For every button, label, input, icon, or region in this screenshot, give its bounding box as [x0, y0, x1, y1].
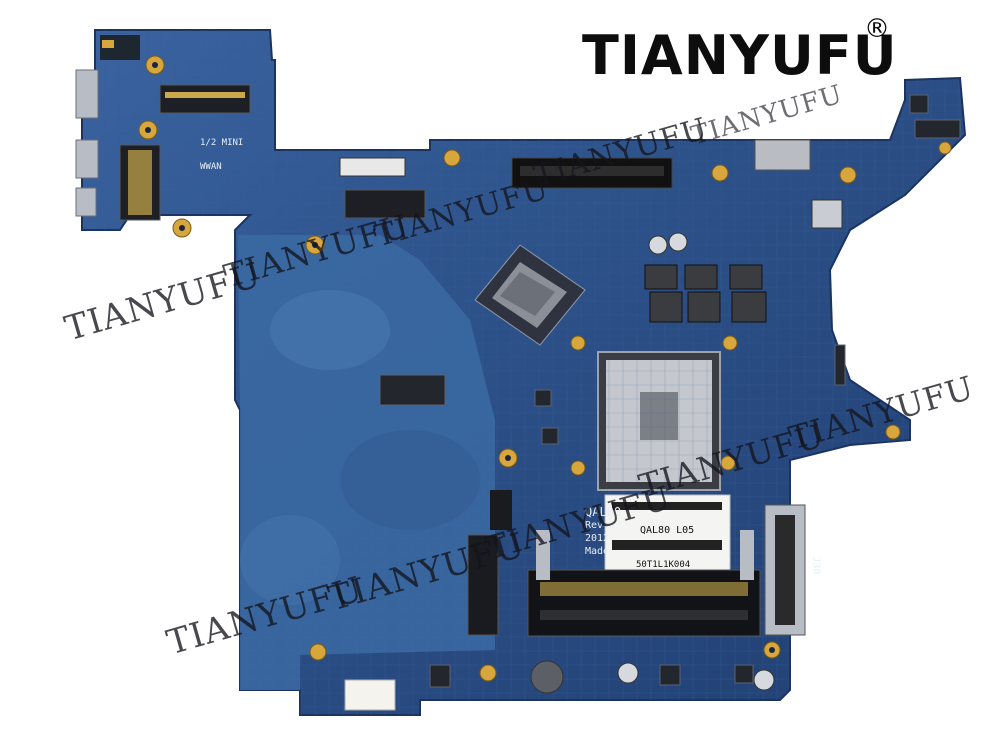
odd-connector — [467, 534, 499, 636]
label-year: 2012- — [585, 533, 616, 544]
capacitors — [530, 199, 843, 694]
board-sticker — [604, 494, 731, 576]
brand-logo-text: TIANYUFU — [582, 24, 898, 87]
sata-power-connector — [754, 139, 811, 171]
label-revision: Rev:1 — [585, 520, 616, 531]
sticker-code: 50T1L1K004 — [636, 560, 691, 570]
label-model-prefix: QAL80 — [585, 505, 622, 519]
flex-connector — [339, 157, 406, 177]
usb-port-low — [75, 187, 97, 217]
sticker-model: QAL80 L05 — [640, 525, 695, 536]
usb-port-mid — [75, 139, 99, 179]
label-connector: J30 — [810, 556, 822, 575]
label-wwan: WWAN — [200, 162, 222, 172]
registered-mark: ® — [864, 14, 890, 44]
handwritten-tag — [344, 679, 396, 711]
mini-card-slot — [159, 84, 251, 114]
usb-port-top — [75, 69, 99, 119]
label-made: Made — [585, 546, 610, 557]
ram-slot — [527, 530, 761, 637]
chipset — [474, 244, 586, 346]
cpu-socket — [597, 351, 721, 491]
vrm-chokes — [644, 264, 767, 323]
label-mini-card: 1/2 MINI — [200, 138, 244, 148]
